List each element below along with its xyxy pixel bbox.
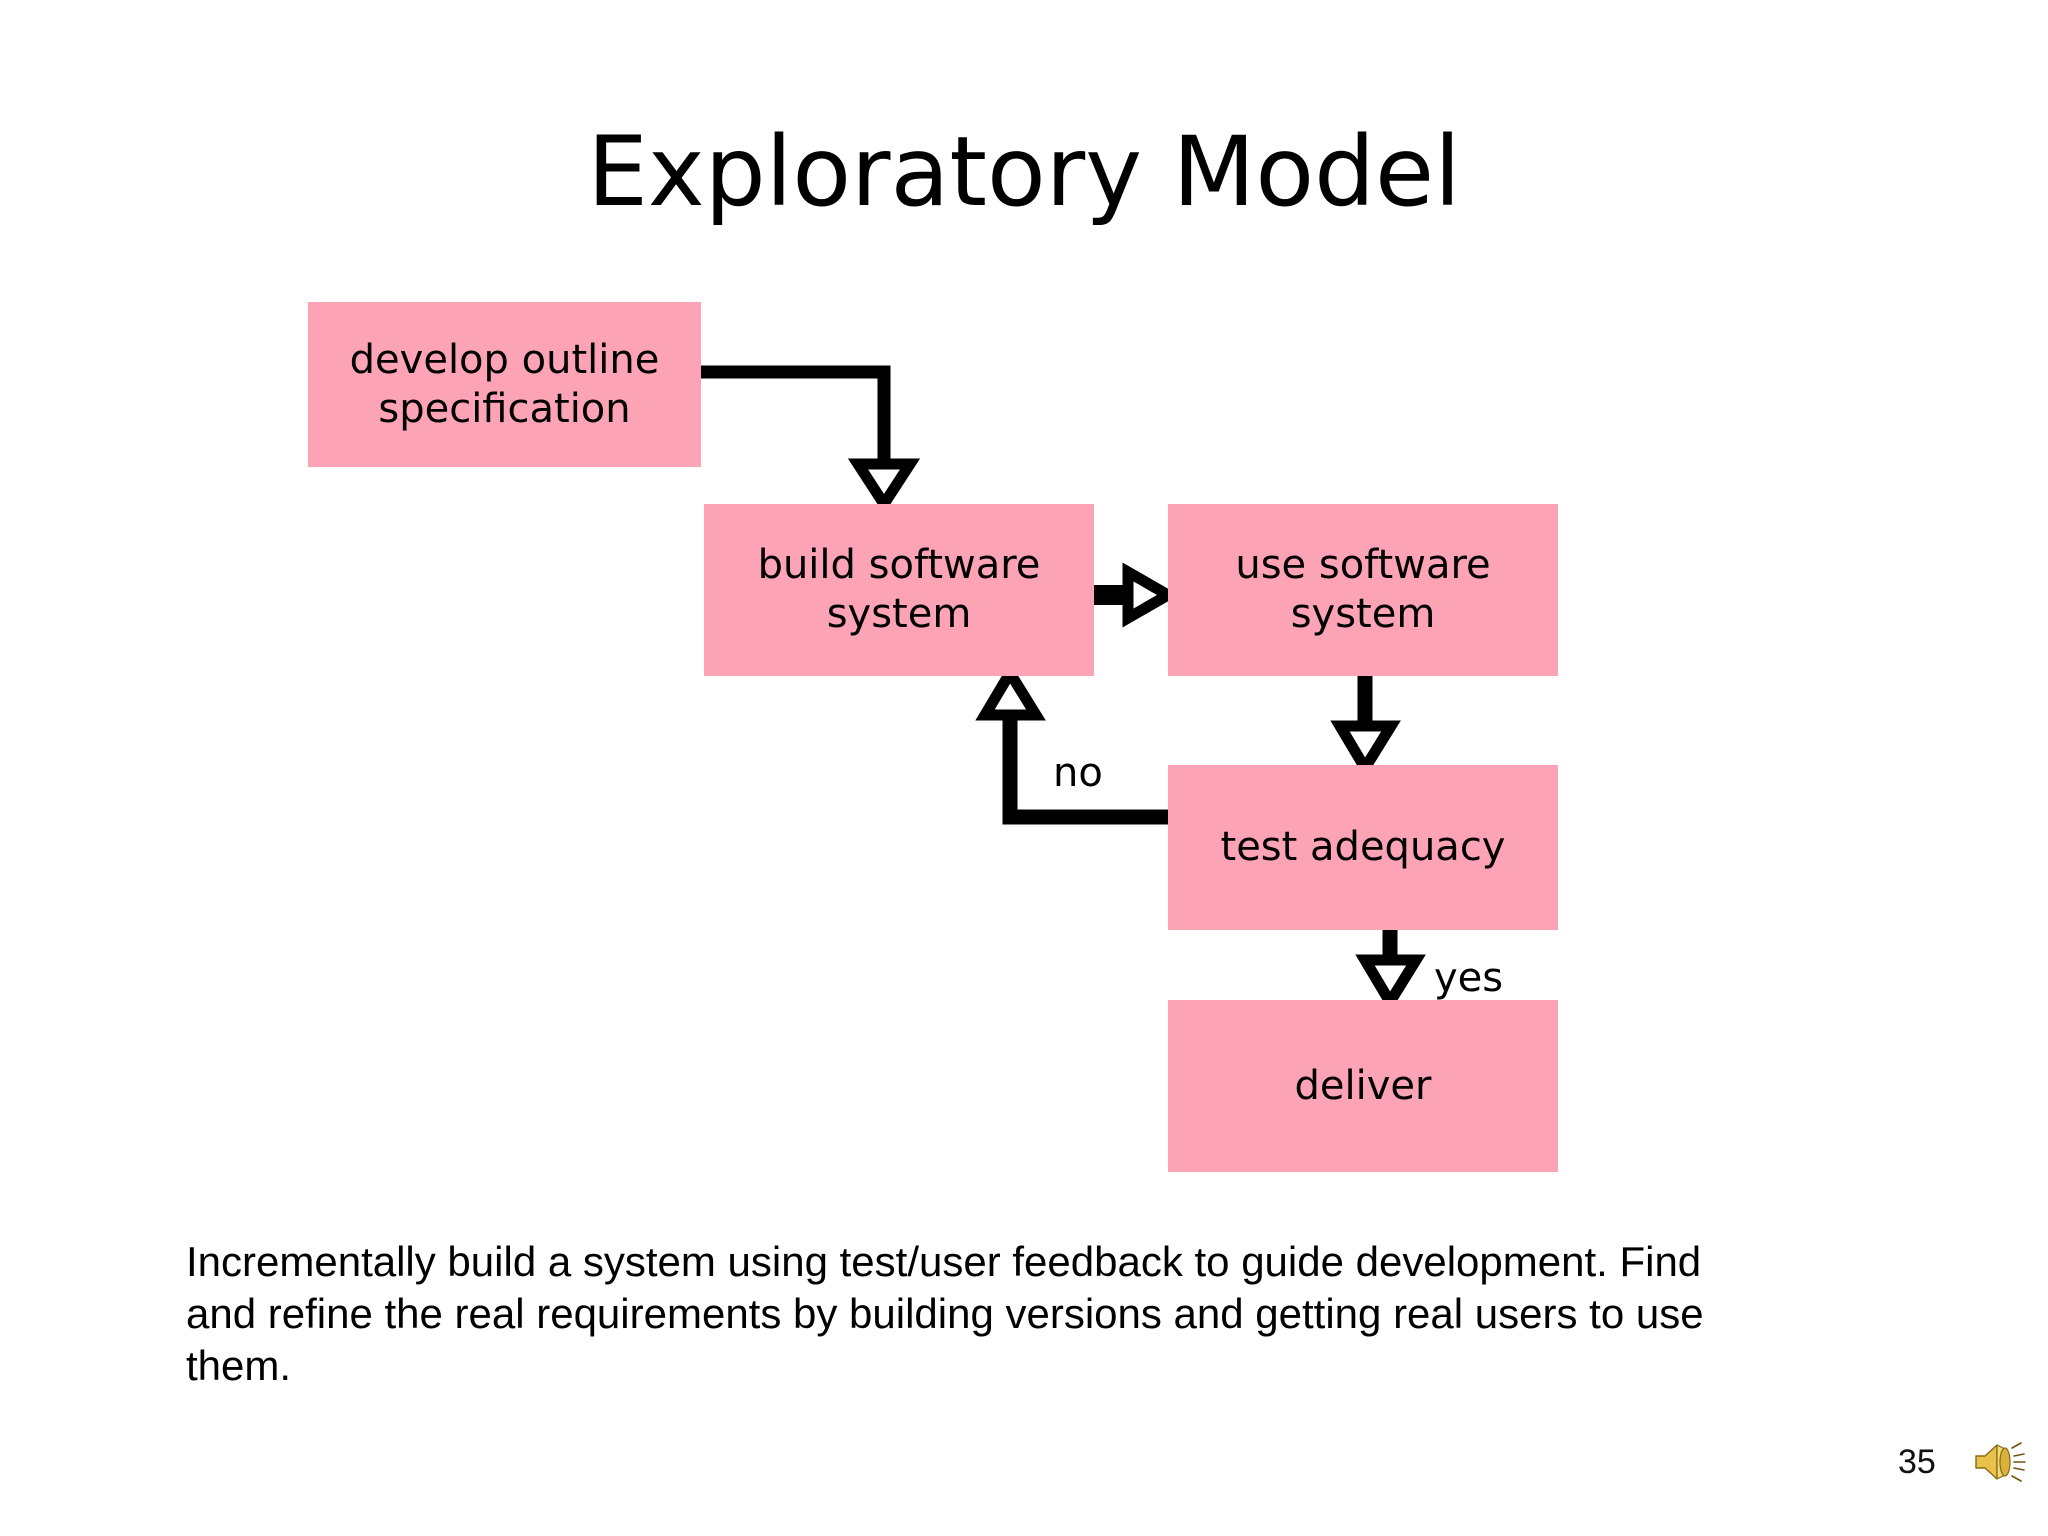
edge-label-yes: yes: [1434, 955, 1504, 1001]
page-title: Exploratory Model: [587, 116, 1461, 228]
flow-node-deliver[interactable]: deliver: [1168, 1000, 1558, 1172]
speaker-sound-icon[interactable]: [1972, 1438, 2026, 1486]
flow-node-use-software-system[interactable]: use software system: [1168, 504, 1558, 676]
edge-develop-to-build: [701, 365, 921, 515]
flowchart-diagram: develop outline specification build soft…: [308, 302, 1558, 1172]
caption-text: Incrementally build a system using test/…: [186, 1238, 1704, 1390]
edge-use-to-test: [1330, 676, 1401, 779]
page-number: 35: [1898, 1443, 1936, 1481]
edge-test-to-deliver-yes: [1355, 930, 1426, 1013]
flow-node-test-adequacy[interactable]: test adequacy: [1168, 765, 1558, 930]
flow-node-develop-outline-specification[interactable]: develop outline specification: [308, 302, 701, 467]
edge-build-to-use: [1094, 562, 1180, 628]
edge-label-no: no: [1053, 750, 1103, 796]
flow-node-build-software-system[interactable]: build software system: [704, 504, 1094, 676]
